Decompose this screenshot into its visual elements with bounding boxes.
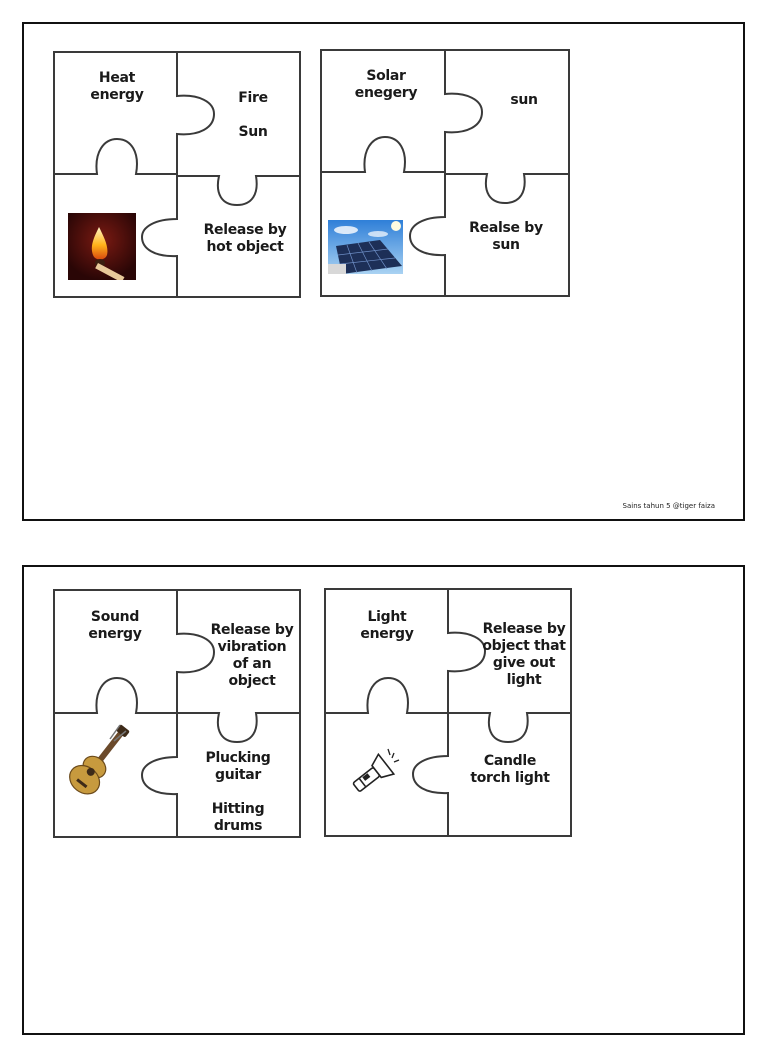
light-sources-label: Candle torch light — [470, 753, 550, 786]
puzzle-outline-2 — [53, 588, 572, 838]
worksheet-card-2: Sound energy Release by vibration of an … — [22, 565, 745, 1035]
solar-release-label: Realse by sun — [469, 220, 543, 253]
guitar-icon — [69, 724, 130, 795]
solar-energy-label: Solar enegery — [354, 68, 418, 101]
light-energy-label: Light energy — [360, 609, 414, 642]
worksheet-card-1: Heat energy Fire Sun Release by hot obje… — [22, 22, 745, 521]
heat-energy-label: Heat energy — [90, 70, 144, 103]
light-release-label: Release by object that give out light — [482, 621, 566, 688]
sound-sources-label: Plucking guitar Hitting drums — [205, 750, 271, 834]
puzzle-outline — [53, 49, 570, 298]
heat-release-label: Release by hot object — [203, 222, 287, 255]
flashlight-icon — [352, 748, 400, 792]
sound-release-label: Release by vibration of an object — [210, 622, 294, 689]
credit-text: Sains tahun 5 @tiger faiza — [622, 502, 715, 510]
heat-sources-label: Fire Sun — [238, 90, 268, 140]
sound-energy-label: Sound energy — [88, 609, 142, 642]
matchstick-flame-icon — [68, 213, 136, 280]
solar-panel-icon — [328, 220, 403, 274]
solar-sources-label: sun — [510, 92, 538, 108]
